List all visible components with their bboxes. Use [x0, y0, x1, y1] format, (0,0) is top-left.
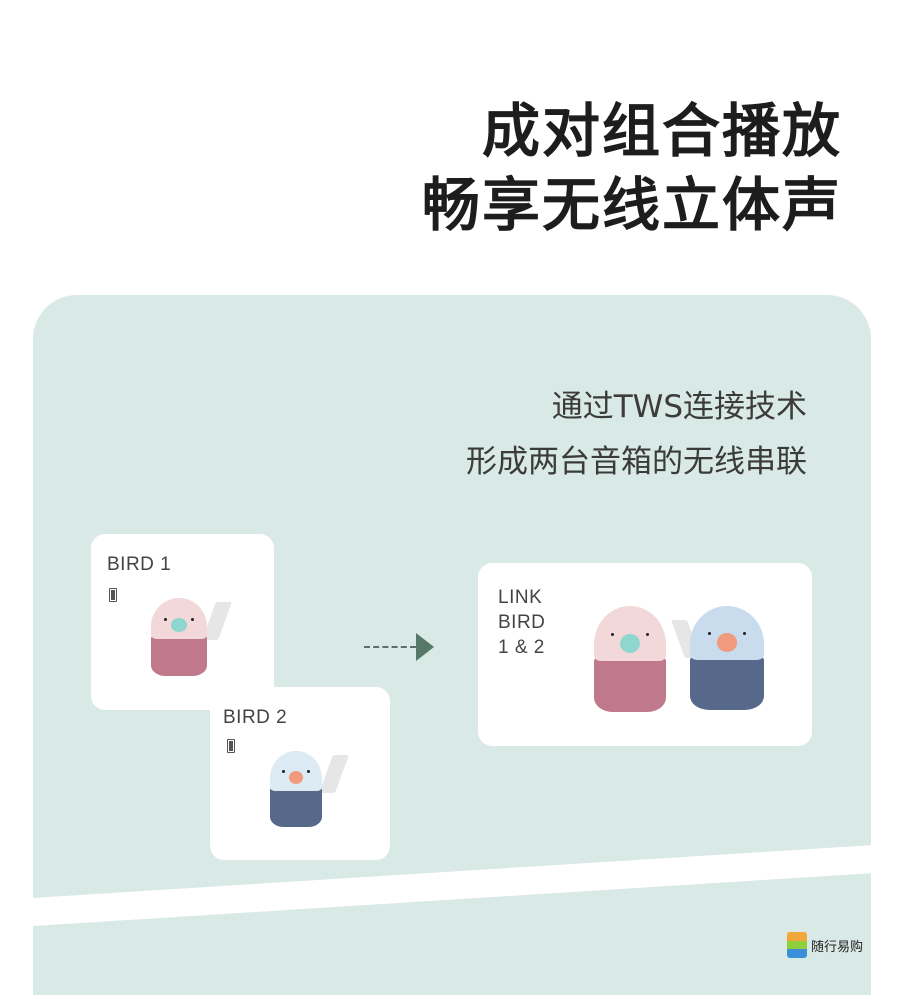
link-label-3: 1 & 2	[498, 637, 545, 658]
bird-1-card: BIRD 1	[91, 534, 274, 710]
subtitle-line-2: 形成两台音箱的无线串联	[466, 444, 807, 480]
bird-2-card: BIRD 2	[210, 687, 390, 860]
link-arrow-icon	[364, 633, 434, 661]
link-card: LINK BIRD 1 & 2	[478, 563, 812, 746]
link-label-1: LINK	[498, 587, 543, 608]
pink-bird-speaker	[151, 598, 232, 676]
watermark-logo: 随行易购	[787, 932, 863, 958]
blue-bird-speaker	[270, 751, 349, 827]
battery-icon	[227, 739, 235, 753]
subtitle-line-1: 通过TWS连接技术	[551, 389, 807, 425]
pink-bird-speaker	[594, 606, 666, 712]
battery-icon	[109, 588, 117, 602]
link-label-2: BIRD	[498, 612, 546, 633]
headline-line-2: 畅享无线立体声	[421, 171, 842, 239]
bird-1-label: BIRD 1	[107, 554, 172, 575]
shopping-bag-icon	[787, 932, 807, 958]
blue-bird-speaker	[671, 606, 764, 710]
bird-2-label: BIRD 2	[223, 707, 288, 728]
watermark-text: 随行易购	[811, 939, 864, 955]
headline-line-1: 成对组合播放	[481, 97, 842, 165]
